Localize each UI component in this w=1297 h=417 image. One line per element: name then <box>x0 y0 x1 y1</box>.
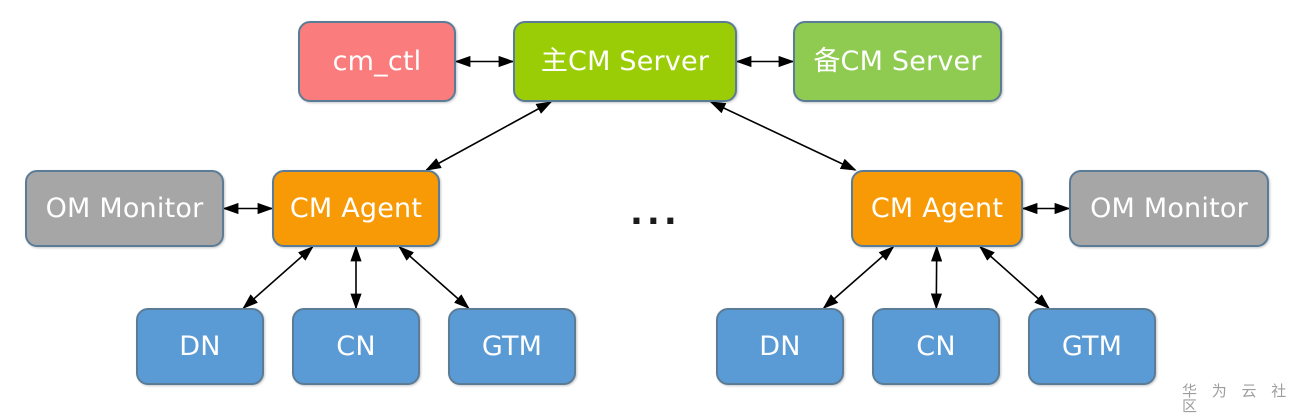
node-label-dn_right: DN <box>759 331 801 362</box>
node-label-gtm_right: GTM <box>1061 331 1123 362</box>
node-dn_right[interactable]: DN <box>716 308 844 385</box>
node-label-cn_right: CN <box>916 331 956 362</box>
node-label-dn_left: DN <box>179 331 221 362</box>
node-gtm_left[interactable]: GTM <box>448 308 576 385</box>
watermark-label: 华 为 云 社 区 <box>1182 382 1292 415</box>
node-om_left[interactable]: OM Monitor <box>25 170 224 247</box>
node-label-om_left: OM Monitor <box>45 193 204 224</box>
node-label-agent_right: CM Agent <box>870 193 1004 224</box>
node-gtm_right[interactable]: GTM <box>1028 308 1156 385</box>
node-label-om_right: OM Monitor <box>1090 193 1248 224</box>
node-dn_left[interactable]: DN <box>136 308 264 385</box>
node-label-cn_left: CN <box>336 331 376 362</box>
node-label-cm_ctl: cm_ctl <box>332 46 422 77</box>
cluster-ellipsis: ... <box>630 193 681 233</box>
edge-e-agentright-gtm <box>979 245 1050 310</box>
node-label-agent_left: CM Agent <box>289 193 423 224</box>
node-agent_left[interactable]: CM Agent <box>272 170 440 247</box>
node-label-cms_standby: 备CM Server <box>813 46 982 77</box>
edge-e-cms-agentleft <box>425 101 553 171</box>
edge-e-cms-agentright <box>709 101 857 171</box>
node-cn_left[interactable]: CN <box>292 308 420 385</box>
node-label-gtm_left: GTM <box>481 331 543 362</box>
node-agent_right[interactable]: CM Agent <box>851 170 1023 247</box>
node-cms_primary[interactable]: 主CM Server <box>513 21 737 102</box>
node-cm_ctl[interactable]: cm_ctl <box>298 21 456 102</box>
edge-e-agentleft-dn <box>242 245 314 310</box>
edge-e-agentright-dn <box>822 245 895 310</box>
node-label-cms_primary: 主CM Server <box>540 46 710 77</box>
edge-e-agentleft-gtm <box>398 245 470 310</box>
node-om_right[interactable]: OM Monitor <box>1069 170 1269 247</box>
node-cn_right[interactable]: CN <box>872 308 1000 385</box>
node-cms_standby[interactable]: 备CM Server <box>793 21 1002 102</box>
